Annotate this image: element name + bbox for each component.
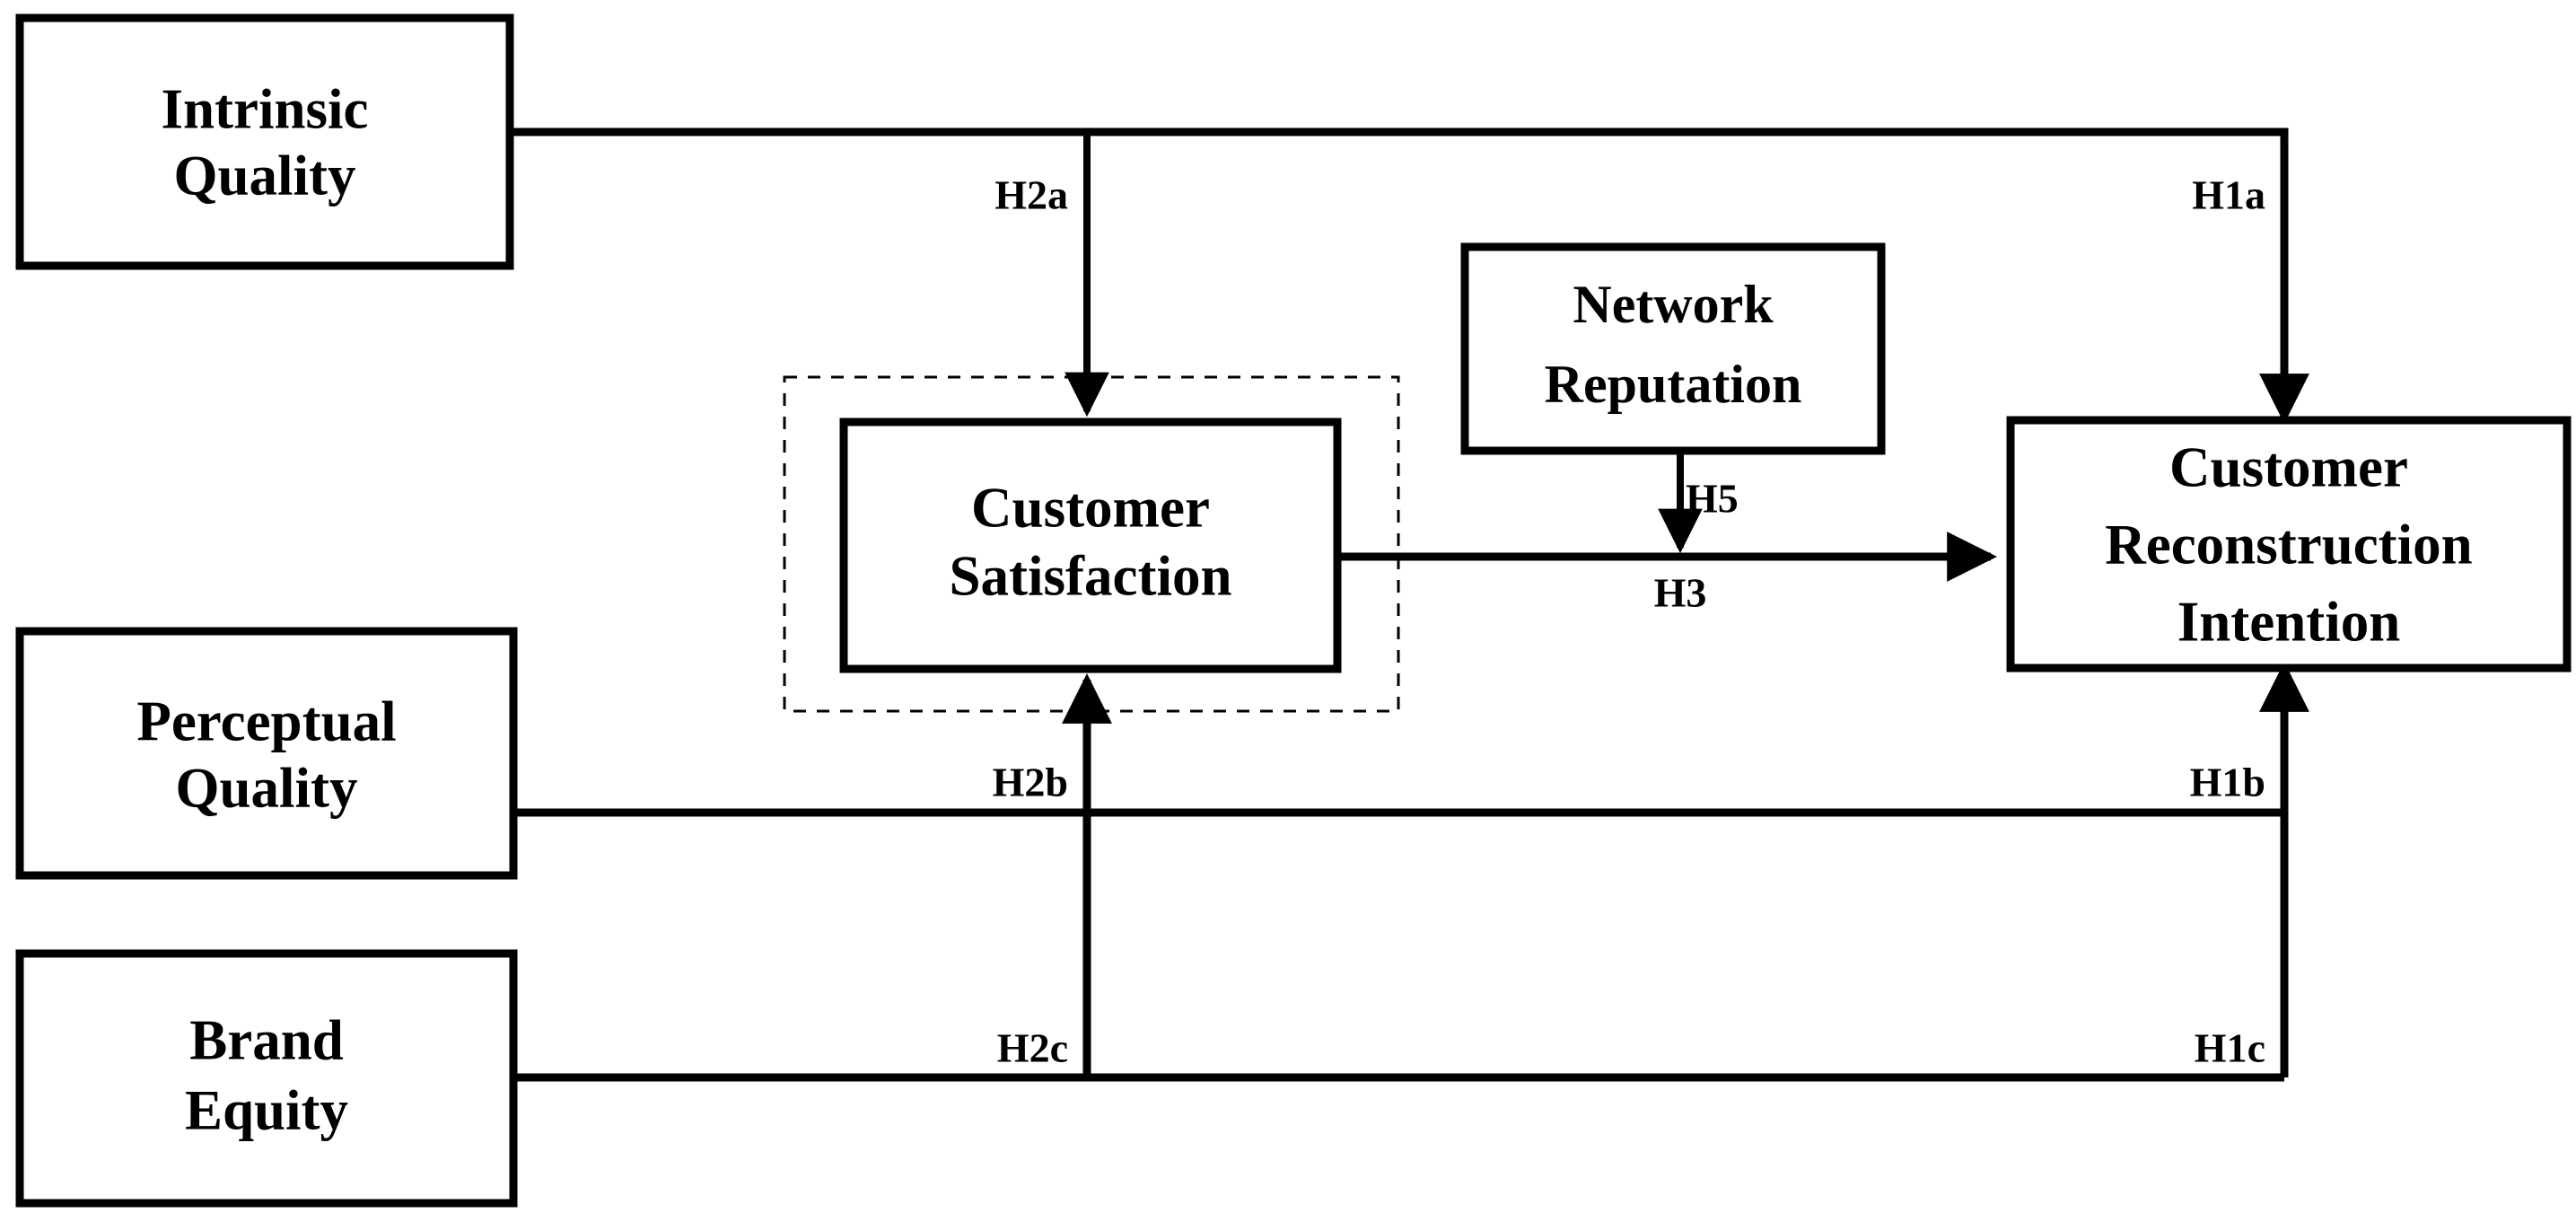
hypothesis-label-h3: H3 <box>1654 570 1707 616</box>
hypothesis-label-h1b: H1b <box>2190 760 2265 805</box>
node-intrinsic-quality[interactable] <box>15 13 514 270</box>
node-intrinsic-quality-label-line2: Quality <box>173 144 355 207</box>
node-customer-satisfaction[interactable] <box>839 418 1342 673</box>
hypothesis-label-h2b: H2b <box>993 760 1068 805</box>
hypothesis-label-h2c: H2c <box>997 1025 1068 1071</box>
node-brand-equity-label-line1: Brand <box>189 1008 344 1071</box>
node-network-reputation-label-line1: Network <box>1573 275 1774 334</box>
node-perceptual-quality[interactable] <box>15 627 518 880</box>
node-customer-reconstruction-intention-label-line2: Reconstruction <box>2105 513 2472 576</box>
hypothesis-label-h1c: H1c <box>2195 1025 2265 1071</box>
node-customer-reconstruction-intention[interactable] <box>2006 416 2572 673</box>
node-network-reputation-label-line2: Reputation <box>1545 355 1802 414</box>
node-customer-satisfaction-label-line2: Satisfaction <box>950 544 1232 607</box>
hypothesis-label-h1a: H1a <box>2192 172 2265 218</box>
hypothesis-label-h5: H5 <box>1686 476 1739 522</box>
node-brand-equity-label-line2: Equity <box>185 1078 348 1141</box>
node-network-reputation[interactable] <box>1460 242 1886 455</box>
node-perceptual-quality-label-line2: Quality <box>175 756 357 819</box>
edge-h1a <box>510 127 2309 424</box>
node-customer-reconstruction-intention-label-line3: Intention <box>2177 590 2401 653</box>
node-perceptual-quality-label-line1: Perceptual <box>136 690 396 752</box>
node-customer-satisfaction-label-line1: Customer <box>971 476 1210 539</box>
node-intrinsic-quality-label-line1: Intrinsic <box>161 77 368 140</box>
hypothesis-label-h2a: H2a <box>994 172 1068 218</box>
customer-satisfaction-dashed-group <box>783 375 1400 713</box>
node-customer-reconstruction-intention-label-line1: Customer <box>2169 435 2408 498</box>
node-brand-equity[interactable] <box>15 949 518 1208</box>
